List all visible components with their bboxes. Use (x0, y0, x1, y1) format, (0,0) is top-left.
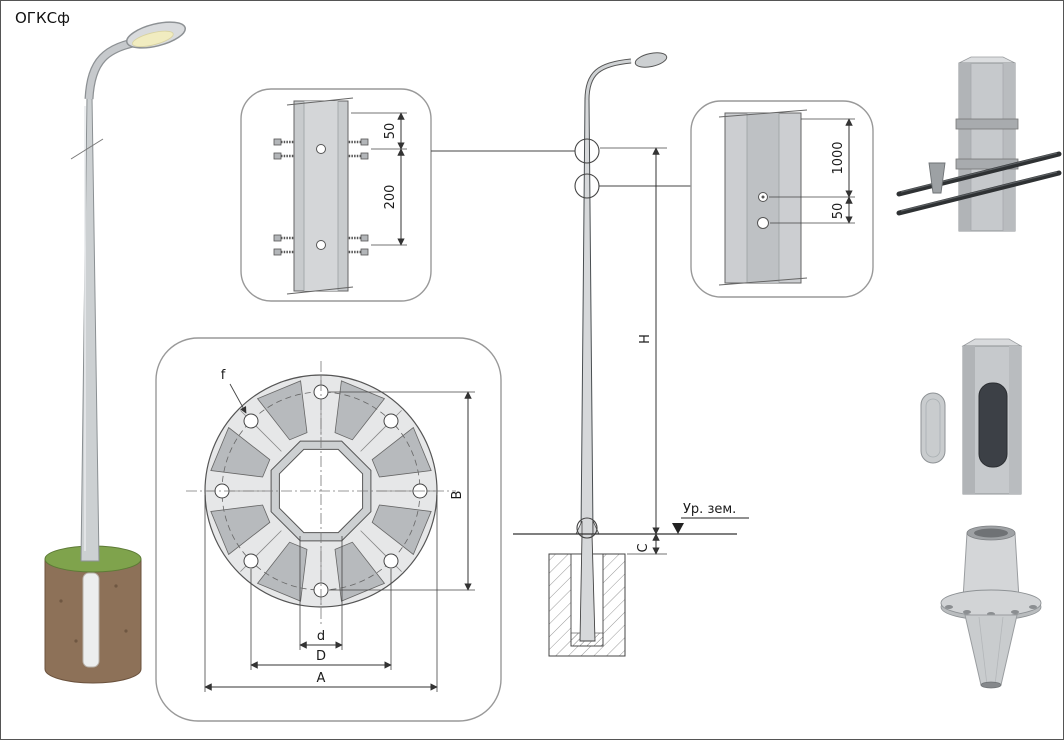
dim-label-1000: 1000 (831, 141, 846, 174)
bracket-rod-2 (896, 170, 1062, 216)
mount-hole-lower (757, 217, 769, 229)
flange-bolt-hole (1011, 610, 1019, 614)
dim-label-C: C (636, 543, 651, 552)
dim-label-d: d (317, 629, 325, 644)
pole-3d-render (44, 21, 186, 684)
drawing-title: ОГКСф (15, 9, 70, 27)
dim-label-200: 200 (383, 185, 398, 210)
dim-label-B: B (450, 491, 465, 500)
level-mark-icon (672, 523, 684, 534)
base-flange-3d-render (940, 525, 1042, 689)
bolt-hole (243, 553, 259, 569)
door-cover (920, 392, 946, 464)
flange-bolt-hole (945, 605, 953, 609)
dim-label-A: A (317, 671, 326, 686)
flange-bolt-hole (1029, 605, 1037, 609)
callout-circle-base (576, 517, 598, 539)
dim-label-D: D (316, 649, 326, 664)
lamp-head-3d (126, 21, 186, 49)
bracket-clamp-3d-render (896, 56, 1062, 232)
hole-detail-callout: 1000 50 (690, 100, 874, 298)
clamp-hole-upper (316, 144, 326, 154)
dim-label-50-holes: 50 (831, 203, 846, 220)
dim-label-H: H (638, 334, 653, 344)
bracket-arm-3d (85, 37, 144, 100)
access-door-3d-render (920, 338, 1023, 495)
pole-elevation: Ур. зем. H C (431, 52, 749, 657)
bracket-rod-1 (896, 151, 1062, 197)
clamp-hole-lower (316, 240, 326, 250)
ground-level-label: Ур. зем. (683, 502, 736, 517)
pole-shaft-3d (80, 95, 100, 562)
flange-bolt-hole (963, 610, 971, 614)
rod-clamp-wedge (928, 162, 946, 194)
flange-detail-callout: f B d D A (155, 337, 502, 722)
bracket-arm-elevation (585, 59, 632, 101)
clamp-detail-callout: 50 200 (240, 88, 432, 302)
pole-embedded (579, 533, 596, 642)
base-skirt (964, 614, 1018, 686)
lamp-head-elevation (634, 52, 668, 68)
base-tube (962, 532, 1020, 600)
foundation-slot (82, 572, 100, 668)
bolt-hole (383, 553, 399, 569)
bolt-hole (243, 413, 259, 429)
dim-label-50-top: 50 (383, 123, 398, 140)
bolt-hole (383, 413, 399, 429)
dim-label-f: f (221, 368, 226, 383)
door-opening (978, 382, 1008, 468)
clamp-band-upper (955, 118, 1019, 130)
